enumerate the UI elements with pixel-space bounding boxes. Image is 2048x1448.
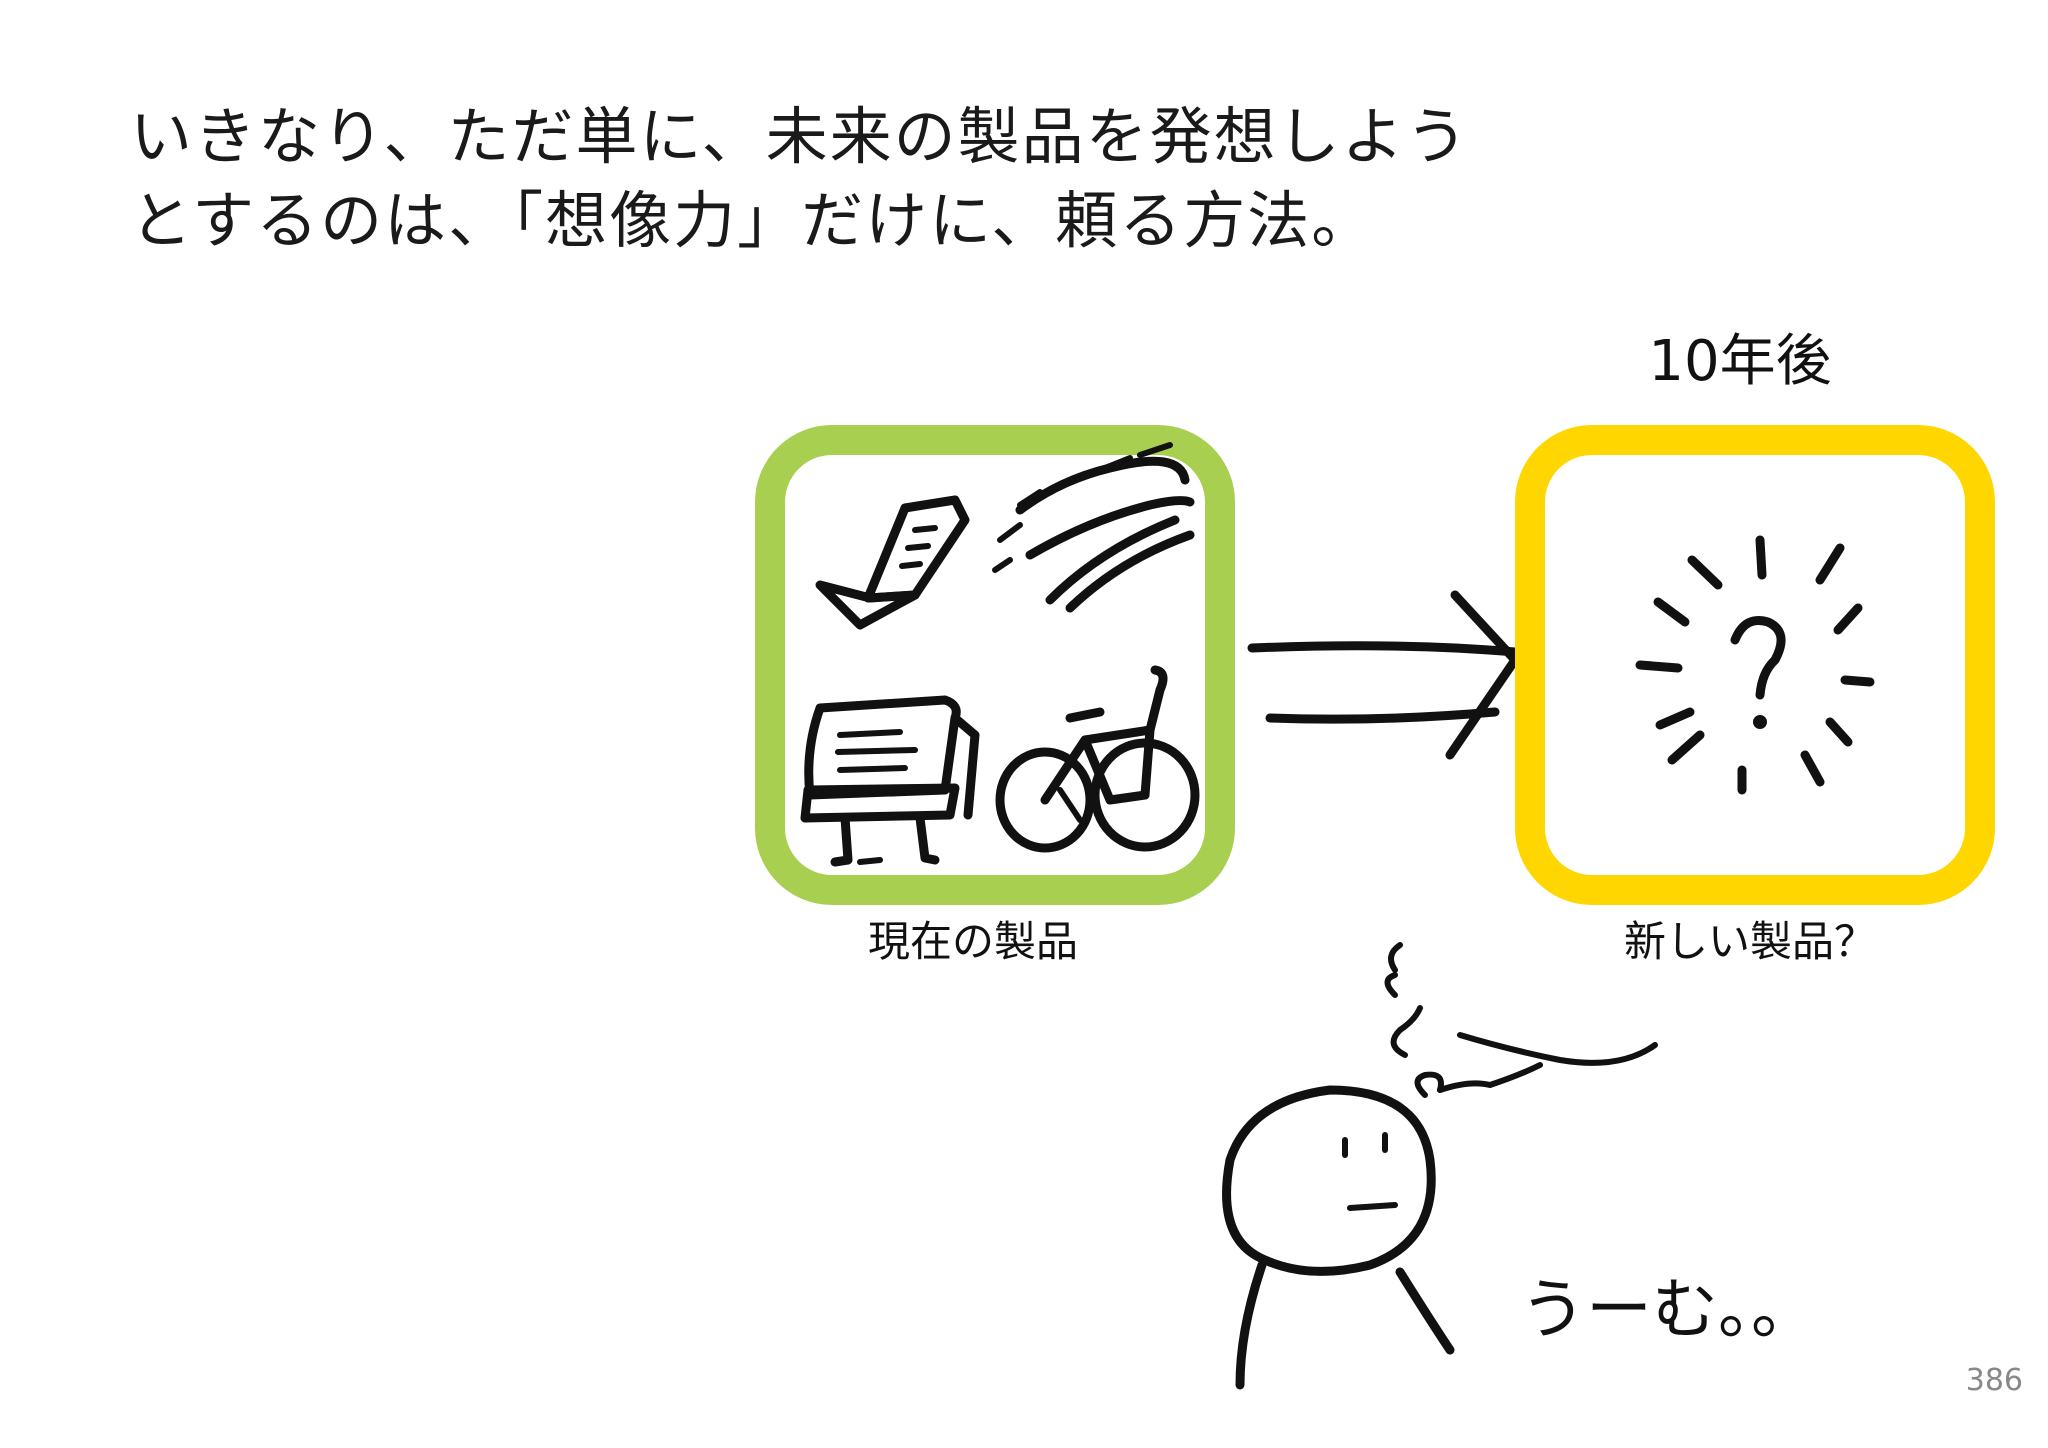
new-box-frame: [1515, 425, 1995, 905]
heading-line-2: とするのは、「想像力」だけに、頼る方法。: [130, 184, 1376, 257]
thinking-person-sketch: [1222, 1085, 1455, 1390]
heading-line-1: いきなり、ただ単に、未来の製品を発想しよう: [130, 100, 1470, 173]
thinker-exclamation: うーむ。。: [1520, 1271, 1817, 1348]
question-mark-icon: [1730, 616, 1786, 729]
new-products-box: [1515, 425, 1995, 905]
phone-sketch-icon: [815, 495, 970, 630]
page-number: 386: [1965, 1363, 2023, 1398]
machine-sketch-icon: [800, 695, 980, 867]
transition-arrow: [1247, 590, 1520, 760]
question-mark-dot: [1753, 715, 1767, 729]
slide-heading: いきなり、ただ単に、未来の製品を発想しよう とするのは、「想像力」だけに、頼る方…: [130, 95, 1930, 263]
sparkle-burst-icon: [1635, 535, 1875, 795]
train-sketch-icon: [992, 442, 1195, 613]
new-products-caption: 新しい製品？: [1624, 917, 1877, 966]
bicycle-sketch-icon: [995, 665, 1200, 853]
current-box-frame: [755, 425, 1235, 905]
current-products-box: [755, 425, 1235, 905]
thought-smoke-icon: [1384, 942, 1658, 1098]
ten-years-later-label: 10年後: [1648, 329, 1832, 394]
current-products-caption: 現在の製品: [868, 917, 1079, 966]
